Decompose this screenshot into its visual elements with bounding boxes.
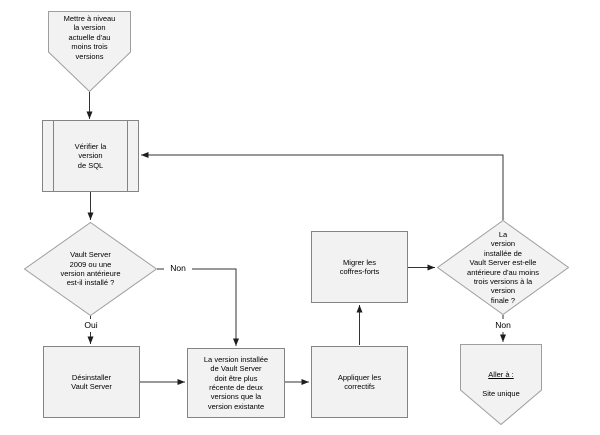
offpage-pentagon-shape <box>460 344 542 425</box>
edge-label-non-left: Non <box>164 262 192 275</box>
node-start-label: Mettre à niveau la version actuelle d'au… <box>63 14 116 61</box>
node-decision-vault-2009: Vault Server 2009 ou une version antérie… <box>24 222 157 316</box>
node-installed-version-rule-label: La version installée de Vault Server doi… <box>203 354 269 411</box>
node-installed-version-rule: La version installée de Vault Server doi… <box>187 348 285 418</box>
node-decision-three-versions-label: La version installée de Vault Server est… <box>467 230 539 305</box>
node-uninstall-vault-label: Désinstaller Vault Server <box>71 372 112 391</box>
node-decision-vault-2009-label: Vault Server 2009 ou une version antérie… <box>60 250 121 288</box>
node-apply-patches: Appliquer les correctifs <box>311 346 408 418</box>
predefined-process-right-bar <box>127 121 128 191</box>
edge-decision-final-loop-to-verify-sql <box>141 152 504 220</box>
node-migrate-vaults: Migrer les coffres-forts <box>311 231 408 303</box>
edge-label-oui: Oui <box>77 319 105 332</box>
node-goto-single-site: Aller à : Site unique <box>460 344 542 425</box>
offpage-pentagon-shape <box>48 11 131 92</box>
node-migrate-vaults-label: Migrer les coffres-forts <box>339 257 380 276</box>
node-uninstall-vault: Désinstaller Vault Server <box>43 346 140 418</box>
node-apply-patches-label: Appliquer les correctifs <box>337 372 382 391</box>
goto-target-text: Site unique <box>482 389 520 399</box>
edge-decision2009-no-to-version-rule <box>157 268 239 346</box>
predefined-process-left-bar <box>53 121 54 191</box>
node-verify-sql: Vérifier la version de SQL <box>42 120 139 192</box>
goto-link-text: Aller à : <box>488 370 514 380</box>
node-verify-sql-label: Vérifier la version de SQL <box>74 141 107 170</box>
node-start: Mettre à niveau la version actuelle d'au… <box>48 11 131 92</box>
node-decision-three-versions: La version installée de Vault Server est… <box>437 220 569 315</box>
edge-label-non-right: Non <box>488 319 518 332</box>
decision-diamond-shape <box>437 220 569 315</box>
decision-diamond-shape <box>24 222 157 316</box>
